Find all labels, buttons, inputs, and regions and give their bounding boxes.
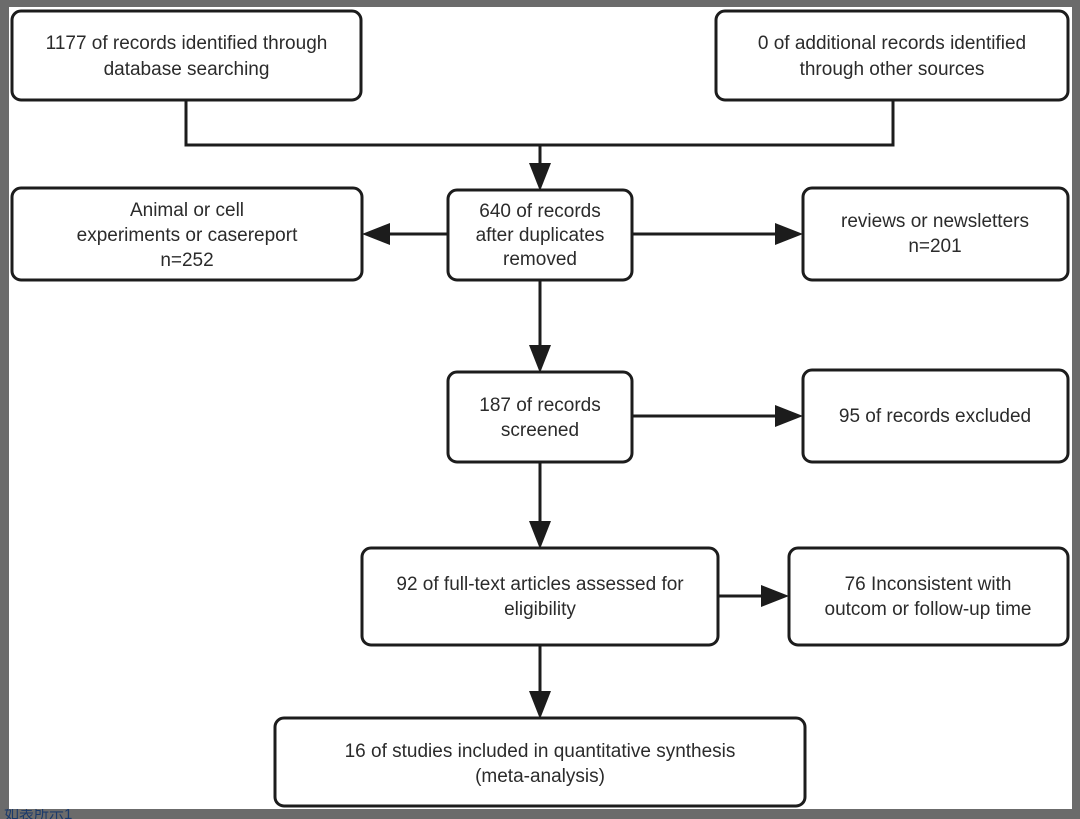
arrow-head-to-after-duplicates [529, 163, 551, 191]
node-excluded-reviews-line-1: reviews or newsletters [841, 211, 1029, 232]
node-fulltext-assessed-line-1: 92 of full-text articles assessed for [396, 574, 684, 595]
node-after-duplicates-box[interactable] [446, 188, 634, 282]
figure-caption: 如表所示1 [4, 809, 73, 819]
node-excluded-animal-box[interactable] [10, 186, 364, 282]
node-identified-database[interactable]: 1177 of records identified through datab… [10, 9, 363, 102]
node-after-duplicates-line-2: after duplicates [476, 225, 605, 246]
node-fulltext-excluded-box[interactable] [787, 546, 1070, 647]
arrow-head-to-records-excluded [775, 405, 803, 427]
node-excluded-reviews[interactable]: reviews or newsletters n=201 [801, 186, 1070, 282]
node-excluded-reviews-line-2: n=201 [908, 236, 961, 257]
arrow-head-to-fulltext-assessed [529, 521, 551, 549]
node-excluded-reviews-box[interactable] [801, 186, 1070, 282]
node-records-excluded[interactable]: 95 of records excluded [801, 368, 1070, 464]
node-records-screened-box[interactable] [446, 370, 634, 464]
connector-identified-database-to-bus [184, 100, 540, 147]
node-records-excluded-box[interactable] [801, 368, 1070, 464]
node-records-excluded-line-1: 95 of records excluded [839, 406, 1031, 427]
node-identified-database-box[interactable] [10, 9, 363, 102]
node-identified-database-line-1: 1177 of records identified through [46, 33, 328, 54]
node-after-duplicates-line-1: 640 of records [479, 201, 600, 222]
node-fulltext-assessed-line-2: eligibility [504, 599, 576, 620]
node-excluded-animal[interactable]: Animal or cell experiments or casereport… [10, 186, 364, 282]
node-excluded-animal-line-2: experiments or casereport [77, 225, 298, 246]
node-excluded-animal-line-1: Animal or cell [130, 200, 244, 221]
node-included-synthesis-box[interactable] [273, 716, 807, 808]
node-fulltext-excluded-line-1: 76 Inconsistent with [845, 574, 1012, 595]
node-after-duplicates[interactable]: 640 of records after duplicates removed [446, 188, 634, 282]
node-fulltext-excluded-line-2: outcom or follow-up time [825, 599, 1032, 620]
connector-layer [184, 100, 895, 719]
node-included-synthesis[interactable]: 16 of studies included in quantitative s… [273, 716, 807, 808]
node-records-screened-line-1: 187 of records [479, 395, 600, 416]
node-included-synthesis-line-2: (meta-analysis) [475, 766, 605, 787]
node-fulltext-excluded[interactable]: 76 Inconsistent with outcom or follow-up… [787, 546, 1070, 647]
arrow-head-to-records-screened [529, 345, 551, 373]
node-identified-other[interactable]: 0 of additional records identified throu… [714, 9, 1070, 102]
caption-strip: 如表所示1 [0, 809, 1080, 819]
node-excluded-animal-line-3: n=252 [160, 250, 213, 271]
node-included-synthesis-line-1: 16 of studies included in quantitative s… [345, 741, 736, 762]
arrow-head-to-reviews-excluded [775, 223, 803, 245]
arrow-head-to-included-synthesis [529, 691, 551, 719]
node-after-duplicates-line-3: removed [503, 249, 577, 270]
arrow-head-to-animal-excluded [362, 223, 390, 245]
node-identified-other-box[interactable] [714, 9, 1070, 102]
arrow-head-to-fulltext-excluded [761, 585, 789, 607]
connector-identified-other-to-bus [540, 100, 895, 147]
node-records-screened-line-2: screened [501, 420, 579, 441]
node-identified-other-line-1: 0 of additional records identified [758, 33, 1026, 54]
node-identified-database-line-2: database searching [104, 59, 270, 80]
node-identified-other-line-2: through other sources [800, 59, 985, 80]
node-fulltext-assessed[interactable]: 92 of full-text articles assessed for el… [360, 546, 720, 647]
node-fulltext-assessed-box[interactable] [360, 546, 720, 647]
node-records-screened[interactable]: 187 of records screened [446, 370, 634, 464]
